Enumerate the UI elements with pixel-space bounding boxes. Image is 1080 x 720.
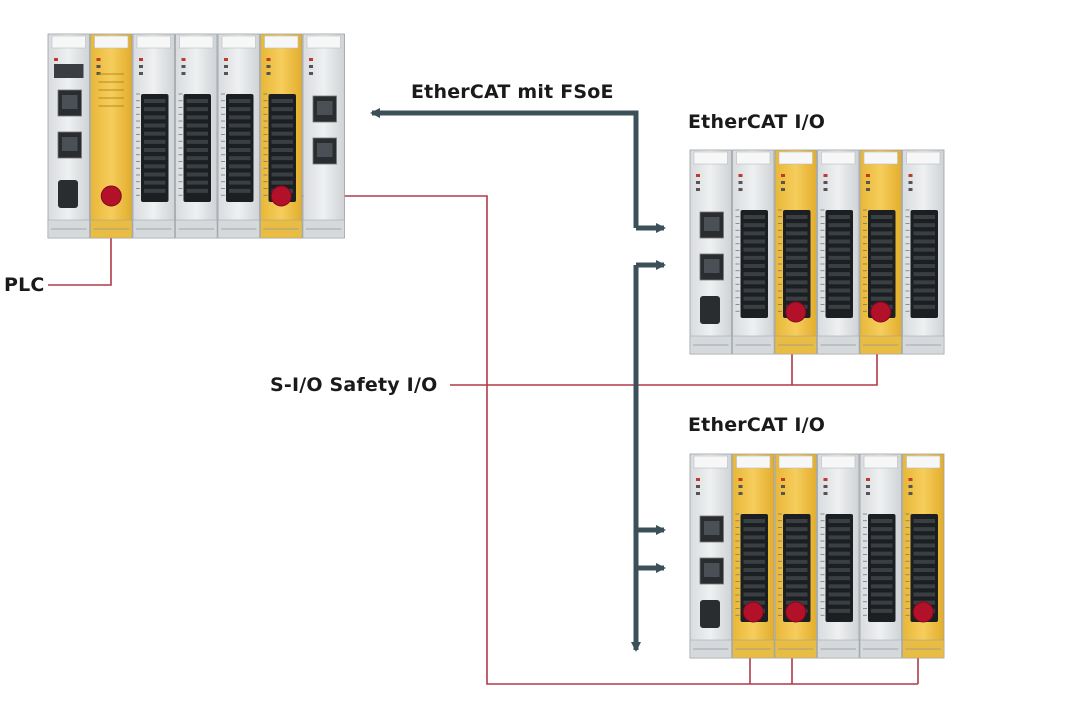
safety-io-label: S-I/O Safety I/O (270, 374, 438, 396)
safety-connection-dot (785, 601, 807, 623)
io-rack-upper-label: EtherCAT I/O (688, 111, 826, 133)
module-io-grey (732, 149, 775, 355)
module-coupler-ports (302, 33, 345, 239)
safety-connection-dot (870, 301, 892, 323)
safety-connection-dot (742, 601, 764, 623)
module-io-grey (902, 149, 945, 355)
module-io-grey (217, 33, 260, 239)
module-safety-yellow (260, 33, 303, 239)
safety-connection-dot (912, 601, 934, 623)
plc-rack (47, 33, 345, 239)
ethercat-bus (370, 108, 666, 652)
racks (47, 33, 945, 659)
module-io-grey (817, 149, 860, 355)
module-safety-yellow (774, 149, 817, 355)
bus-to-plc (370, 108, 639, 228)
module-safety-yellow (732, 453, 775, 659)
io-rack-upper (689, 149, 945, 355)
network-label: EtherCAT mit FSoE (411, 81, 614, 103)
module-io-grey (175, 33, 218, 239)
module-safety-yellow (902, 453, 945, 659)
safety-connection-dot (270, 185, 292, 207)
plc-label: PLC (4, 274, 45, 296)
module-coupler (689, 453, 732, 659)
module-controller (47, 33, 90, 239)
safety-connection-dot (100, 185, 122, 207)
io-rack-lower-label: EtherCAT I/O (688, 414, 826, 436)
safety-wire-main (282, 195, 918, 685)
module-safety-yellow (859, 149, 902, 355)
io-rack-lower (689, 453, 945, 659)
module-io-grey (132, 33, 175, 239)
module-safety-yellow (90, 33, 133, 239)
module-coupler (689, 149, 732, 355)
module-safety-yellow (774, 453, 817, 659)
module-io-grey (817, 453, 860, 659)
safety-connection-dot (785, 301, 807, 323)
module-io-grey (859, 453, 902, 659)
